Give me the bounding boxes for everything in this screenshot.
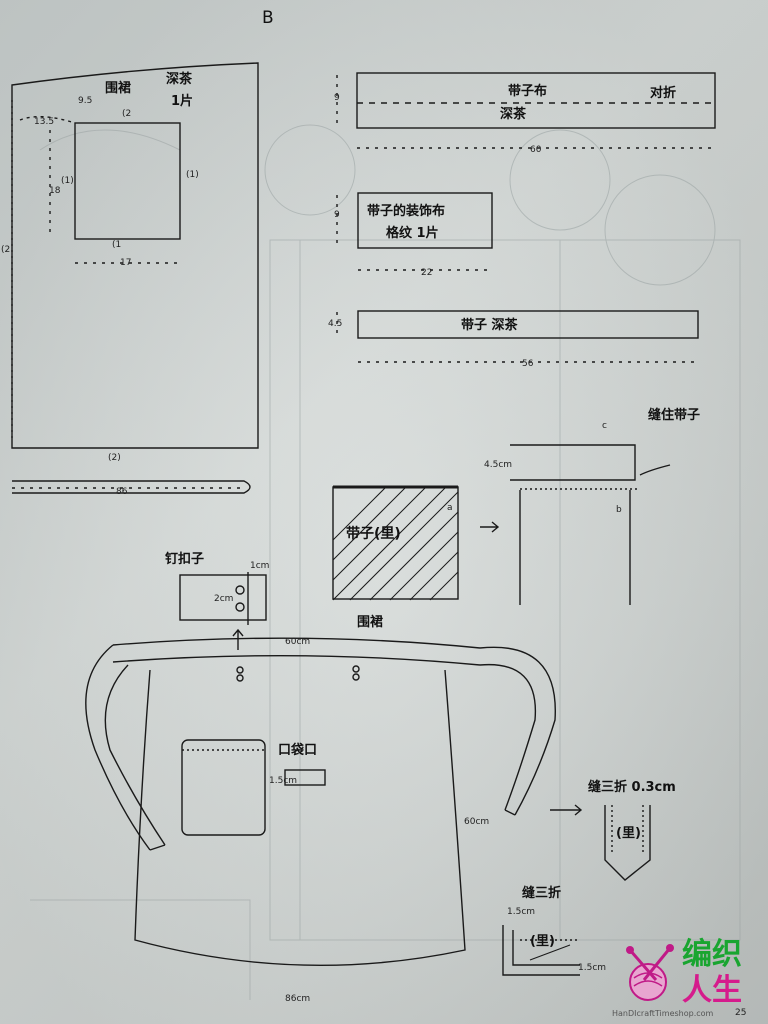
seam-45cm: 4.5cm <box>484 460 513 470</box>
sew-band-title: 缝住带子 <box>648 408 701 423</box>
corner-fold-detail <box>502 925 580 976</box>
sew-band-step <box>510 444 671 605</box>
waist-60cm: 60cm <box>285 637 311 647</box>
apron-step-label: 围裙 <box>357 615 384 630</box>
pocket-opening: 口袋口 <box>278 743 318 758</box>
fold-15cm-b: 1.5cm <box>578 963 607 973</box>
mark-c: c <box>602 421 607 431</box>
band-height: 4.5 <box>328 319 343 329</box>
band-decor-height: 9 <box>334 210 340 220</box>
band-decor-width: 22 <box>421 268 433 278</box>
inner-li-2: (里) <box>530 934 555 949</box>
band-inner-label: 带子(里) <box>346 526 401 542</box>
triple-fold-03: 缝三折 0.3cm <box>588 780 676 795</box>
button-1cm: 1cm <box>250 561 270 571</box>
belt-length: 86 <box>116 487 128 497</box>
button-detail <box>179 572 267 650</box>
logo-line2: 人生 <box>682 973 742 1008</box>
apron-left-seam: (2 <box>1 245 11 255</box>
band-decor-line2: 格纹 1片 <box>386 226 439 241</box>
logo-url: HanDIcraftTimeshop.com <box>612 1009 714 1018</box>
mark-b: b <box>616 505 622 515</box>
band-cloth-height: 9 <box>334 93 340 103</box>
band-cloth-fold: 对折 <box>650 86 677 101</box>
logo-line1: 编织 <box>682 937 742 972</box>
band-inner-step <box>332 485 500 601</box>
band-cloth-title: 带子布 <box>508 84 548 99</box>
triple-fold-detail <box>604 805 651 881</box>
apron-title: 围裙 <box>105 81 132 96</box>
bottom-86cm: 86cm <box>285 994 311 1004</box>
yarn-ball-icon <box>626 944 674 1001</box>
apron-pocket-seam-left: (1) <box>61 176 74 186</box>
band-piece <box>336 310 699 363</box>
button-2cm: 2cm <box>214 594 234 604</box>
finished-apron <box>85 637 583 966</box>
apron-pocket-seam-right: (1) <box>186 170 199 180</box>
button-title: 钉扣子 <box>165 552 205 567</box>
pocket-15cm: 1.5cm <box>269 776 298 786</box>
band-title: 带子 深茶 <box>461 318 518 333</box>
band-cloth-color: 深茶 <box>500 107 527 122</box>
band-cloth-width: 60 <box>530 145 542 155</box>
inner-li: (里) <box>616 826 641 841</box>
mark-a: a <box>447 503 453 513</box>
triple-fold: 缝三折 <box>522 886 562 901</box>
apron-pocket-height: 18 <box>49 186 61 196</box>
apron-top-offset: 9.5 <box>78 96 93 106</box>
side-60cm: 60cm <box>464 817 490 827</box>
apron-pattern-piece <box>11 62 259 449</box>
apron-color: 深茶 <box>166 72 193 87</box>
apron-pocket-seam-top: (2 <box>122 109 132 119</box>
band-cloth-piece <box>336 72 716 149</box>
site-logo[interactable]: 编织 人生 HanDIcraftTimeshop.com <box>612 925 768 1024</box>
fold-15cm-a: 1.5cm <box>507 907 536 917</box>
band-decor-line1: 带子的装饰布 <box>367 204 446 219</box>
apron-side-offset: 13.5 <box>34 117 55 127</box>
band-width: 56 <box>522 359 534 369</box>
band-decor-piece <box>336 192 493 271</box>
background-bleed <box>30 124 741 1000</box>
page-number: 25 <box>735 1008 747 1018</box>
belt-strip <box>12 480 251 494</box>
apron-pocket-width: 17 <box>120 258 132 268</box>
apron-count: 1片 <box>171 94 194 109</box>
apron-pocket-seam-bottom: (1 <box>112 240 122 250</box>
page-letter: B <box>262 8 274 28</box>
apron-hem-seam: (2) <box>108 453 121 463</box>
